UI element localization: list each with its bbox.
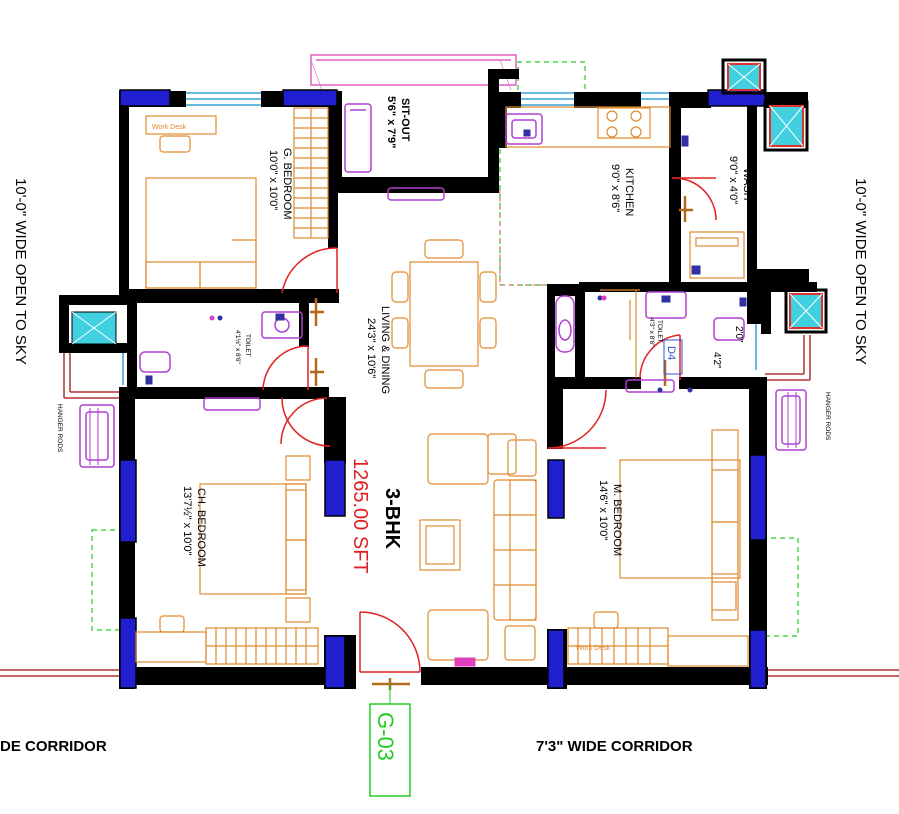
- open-right-label: 10'-0" WIDE OPEN TO SKY: [852, 178, 869, 365]
- door-tag-label: D4: [665, 346, 677, 360]
- unit-number-label: G-03: [373, 712, 398, 761]
- kitchen-dashed-boundary: [499, 190, 668, 286]
- hanger-right-label: HANGER RODS: [824, 392, 831, 441]
- feature-pink-accents: [209, 295, 607, 667]
- corridor-lines: [0, 335, 899, 677]
- small-dim-a: 2'0": [733, 326, 744, 343]
- wash-dim: 9'0" x 4'0": [727, 156, 739, 204]
- corridor-right-label: 7'3" WIDE CORRIDOR: [536, 738, 693, 755]
- toilet-right-name: TOILET: [656, 320, 663, 343]
- sitout-railing: [310, 54, 517, 86]
- work-desk-top-label: Work Desk: [152, 124, 187, 131]
- g-bedroom-name: G. BEDROOM: [281, 148, 293, 220]
- kitchen-name: KITCHEN: [623, 168, 635, 216]
- doors: [262, 177, 717, 673]
- sitout-name: SIT-OUT: [399, 98, 411, 142]
- sanitary: [79, 103, 807, 468]
- toilet-left-dim: 4'1½" x 8'6": [234, 330, 242, 365]
- m-bedroom-dim: 14'6" x 10'0": [597, 480, 609, 540]
- door-tag-box: [663, 339, 683, 375]
- door-handles: [310, 196, 693, 690]
- toilet-left-name: TOILET: [244, 334, 251, 357]
- area-label: 1265.00 SFT: [349, 458, 371, 574]
- sitout-dim: 5'6" x 7'9": [385, 96, 397, 148]
- m-bedroom-name: M. BEDROOM: [611, 484, 623, 556]
- ducts: [71, 58, 828, 345]
- g-bedroom-dim: 10'0" x 10'0": [267, 150, 279, 210]
- walls: [59, 69, 817, 689]
- columns: [119, 89, 767, 689]
- hanger-rods: [89, 392, 797, 465]
- small-dim-b: 4'2": [711, 352, 722, 369]
- furniture: [135, 106, 749, 667]
- toilet-right-dim: 4'3" x 8'6": [648, 318, 655, 347]
- living-name: LIVING & DINING: [379, 306, 391, 394]
- corridor-left-label: DE CORRIDOR: [0, 738, 107, 755]
- fixture-accents: [145, 129, 747, 393]
- kitchen-dim: 9'0" x 8'6": [609, 164, 621, 212]
- wash-name: WASH: [741, 168, 753, 201]
- hanger-left-label: HANGER RODS: [56, 404, 63, 453]
- unit-type-label: 3-BHK: [381, 488, 403, 550]
- living-dim: 24'3" x 10'6": [365, 318, 377, 378]
- ch-bedroom-name: CH. BEDROOM: [195, 488, 207, 567]
- ch-bedroom-dim: 13'7½" x 10'0": [181, 486, 193, 556]
- open-left-label: 10'-0" WIDE OPEN TO SKY: [12, 178, 29, 365]
- work-desk-bottom-label: Work Desk: [576, 645, 611, 652]
